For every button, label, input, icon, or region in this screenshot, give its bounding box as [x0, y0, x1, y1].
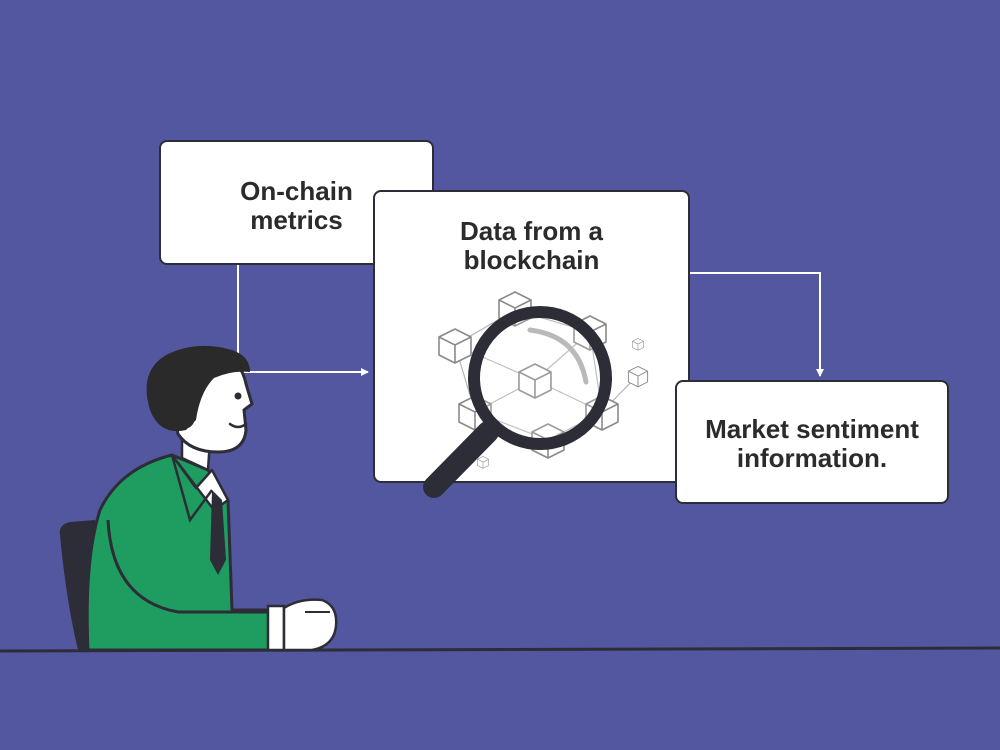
market-sentiment-box: Market sentiment information.	[675, 380, 949, 504]
blockchain-data-box: Data from a blockchain	[373, 190, 690, 483]
connector-blockchain-to-market	[690, 272, 824, 377]
onchain-metrics-line-1: On-chain	[240, 176, 353, 206]
market-sentiment-line-2: information.	[736, 443, 888, 473]
blockchain-cube-icon	[438, 328, 472, 364]
blockchain-cube-icon	[627, 365, 649, 388]
market-sentiment-label: Market sentiment information.	[677, 415, 947, 473]
blockchain-cube-icon	[477, 456, 489, 469]
market-sentiment-line-1: Market sentiment	[705, 414, 919, 444]
blockchain-cube-icon	[632, 338, 644, 351]
blockchain-data-label: Data from a blockchain	[375, 217, 688, 275]
analyst-person-illustration	[85, 345, 338, 652]
onchain-metrics-line-2: metrics	[250, 205, 343, 235]
onchain-metrics-label: On-chain metrics	[161, 177, 432, 235]
blockchain-data-line-2: blockchain	[463, 245, 600, 275]
blockchain-data-line-1: Data from a	[459, 216, 604, 246]
magnifying-glass-icon	[423, 306, 612, 498]
